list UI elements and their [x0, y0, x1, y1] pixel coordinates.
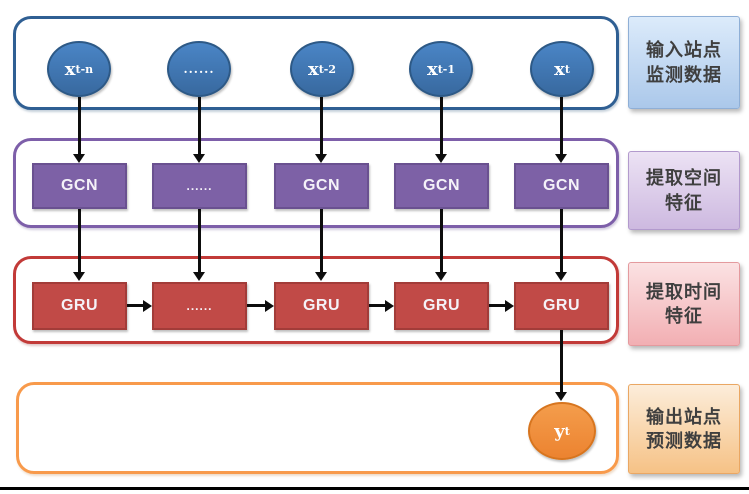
side-label-input: 输入站点 监测数据	[628, 16, 740, 109]
arrow-down	[78, 209, 81, 272]
side-label-line: 提取时间	[646, 281, 722, 302]
arrow-down-head	[435, 272, 447, 281]
arrow-right-head	[265, 300, 274, 312]
arrow-right	[247, 304, 265, 307]
arrow-down-head	[193, 154, 205, 163]
input-row-frame	[13, 16, 619, 110]
arrow-down	[440, 209, 443, 272]
node-label: x	[64, 58, 76, 80]
arrow-down-head	[315, 154, 327, 163]
arrow-right	[127, 304, 143, 307]
side-label-line: 输入站点	[646, 40, 722, 61]
gru-node: GRU	[394, 282, 489, 330]
node-label: y	[554, 420, 565, 442]
side-label-temporal-features: 提取时间 特征	[628, 262, 740, 346]
arrow-down	[560, 209, 563, 272]
arrow-right	[489, 304, 505, 307]
arrow-down-head	[73, 154, 85, 163]
node-subscript: t-2	[318, 62, 337, 76]
node-label: ......	[183, 62, 215, 76]
side-label-output: 输出站点 预测数据	[628, 384, 740, 474]
side-label-line: 输出站点	[646, 406, 722, 427]
node-subscript: t-1	[437, 62, 456, 76]
node-label: x	[554, 58, 565, 80]
arrow-down	[560, 97, 563, 154]
output-row-frame	[16, 382, 619, 474]
node-label: x	[307, 58, 319, 80]
gcn-node: GCN	[274, 163, 369, 209]
side-label-line: 预测数据	[646, 431, 722, 451]
arrow-down-head	[73, 272, 85, 281]
gru-node: GRU	[32, 282, 127, 330]
arrow-down-head	[193, 272, 205, 281]
arrow-down	[440, 97, 443, 154]
gru-node: GRU	[274, 282, 369, 330]
gru-node: GRU	[514, 282, 609, 330]
arrow-down-head	[315, 272, 327, 281]
arrow-down	[198, 97, 201, 154]
arrow-down	[560, 330, 563, 392]
arrow-down-head	[555, 272, 567, 281]
arrow-down	[78, 97, 81, 154]
side-label-line: 特征	[665, 192, 703, 213]
side-label-line: 监测数据	[646, 64, 722, 85]
gru-node-ellipsis: ......	[152, 282, 247, 330]
arrow-right-head	[143, 300, 152, 312]
arrow-down	[198, 209, 201, 272]
arrow-down-head	[555, 392, 567, 401]
node-subscript: t	[564, 424, 570, 438]
node-subscript: t-n	[75, 62, 94, 76]
arrow-down	[320, 209, 323, 272]
input-node-ellipsis: ......	[167, 41, 231, 97]
gcn-row-frame	[13, 138, 619, 228]
node-subscript: t	[564, 62, 570, 76]
arrow-down-head	[555, 154, 567, 163]
bottom-divider	[0, 487, 749, 490]
gcn-node: GCN	[394, 163, 489, 209]
arrow-right-head	[385, 300, 394, 312]
arrow-down	[320, 97, 323, 154]
side-label-spatial-features: 提取空间 特征	[628, 151, 740, 230]
gru-row-frame	[13, 256, 619, 344]
node-label: x	[426, 58, 438, 80]
arrow-right	[369, 304, 385, 307]
arrow-right-head	[505, 300, 514, 312]
side-label-line: 提取空间	[646, 168, 722, 189]
gcn-node-ellipsis: ......	[152, 163, 247, 209]
gcn-node: GCN	[514, 163, 609, 209]
arrow-down-head	[435, 154, 447, 163]
gcn-node: GCN	[32, 163, 127, 209]
side-label-line: 特征	[665, 306, 703, 326]
